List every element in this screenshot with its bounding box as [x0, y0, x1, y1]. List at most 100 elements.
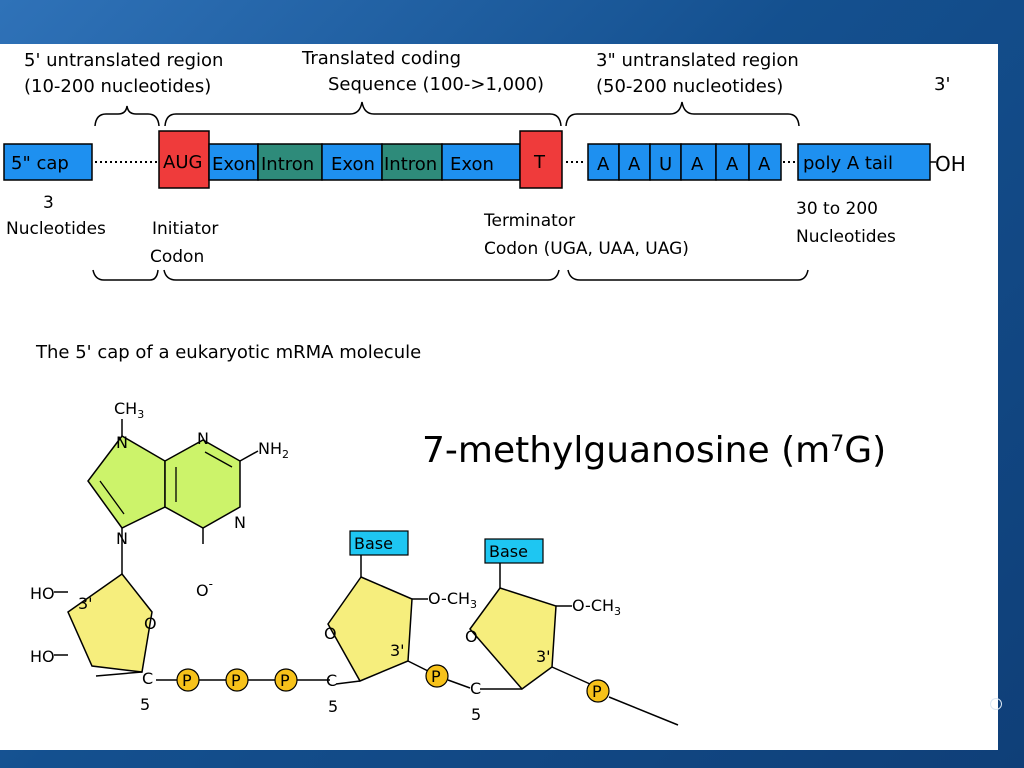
a-base-label-2: A: [628, 154, 641, 175]
a-base-box-1: [587, 143, 620, 181]
guanine-imidazole-ring: [87, 435, 166, 529]
phosphate-4-label: P: [431, 667, 441, 686]
segment-label-2: Intron: [261, 154, 314, 175]
guanine-inner-bond-3: [204, 451, 233, 468]
ribose-2-o: O: [324, 624, 337, 643]
c5-label-1: C: [142, 669, 153, 688]
phosphate-1: [176, 668, 200, 692]
n3-label: N: [234, 513, 246, 532]
phosphate-5-label: P: [592, 682, 602, 701]
ribose-3: [469, 587, 557, 691]
a-base-label-4: A: [691, 154, 704, 175]
ribose-3-3prime: 3': [536, 647, 551, 666]
three-utr-brace: [565, 101, 800, 127]
a-base-box-4: [680, 143, 717, 181]
lower-cap-brace: [92, 269, 159, 281]
a-base-box-5: [715, 143, 750, 181]
a-base-box-6: [748, 143, 782, 181]
ribose-1-3prime: 3': [78, 594, 93, 613]
five-label-2: 5: [328, 697, 338, 716]
terminator-label: Terminator: [483, 211, 575, 231]
guanine-pyrimidine-ring: [164, 439, 241, 529]
cap-structure-subtitle: The 5' cap of a eukaryotic mRMA molecule: [36, 342, 422, 363]
amine-bond: [239, 450, 259, 462]
chain-continuation: [608, 696, 679, 726]
five-utr-brace: [94, 105, 160, 127]
three-utr-label: 3" untranslated region: [596, 50, 799, 71]
five-utr-range: (10-200 nucleotides): [24, 76, 211, 97]
n7-label: N: [116, 433, 128, 452]
ribose-2: [327, 576, 413, 682]
lower-three-utr-brace: [567, 269, 809, 281]
cds-label: Translated coding: [301, 48, 461, 69]
five-label-3: 5: [471, 705, 481, 724]
phosphate-4: [425, 664, 449, 688]
cds-range: Sequence (100->1,000): [328, 74, 544, 95]
five-cap-label: 5" cap: [11, 153, 69, 174]
cds-brace: [164, 101, 562, 127]
phosphate-2: [225, 668, 249, 692]
ribose-1: [67, 572, 153, 673]
exon-1-box: [208, 143, 259, 181]
c5-label-2: C: [326, 671, 337, 690]
initiator-codon-label: Codon: [150, 247, 204, 267]
p-c5-bond: [447, 679, 471, 689]
ho-label-1: HO: [30, 584, 55, 603]
ribose-2-c5-bond: [335, 680, 361, 685]
ribose-3-o: O: [465, 627, 478, 646]
terminator-codon-label: Codon (UGA, UAA, UAG): [484, 239, 689, 259]
poly-a-tail-label: poly A tail: [803, 153, 893, 174]
base-tag-2-label: Base: [489, 542, 528, 561]
a-base-label-1: A: [597, 154, 610, 175]
cap-note-unit: Nucleotides: [6, 219, 106, 239]
tail-note-count: 30 to 200: [796, 199, 878, 219]
stop-codon-label: T: [533, 152, 546, 173]
n9-label: N: [116, 529, 128, 548]
n1-label: N: [197, 429, 209, 448]
segment-label-1: Exon: [212, 154, 256, 175]
phosphate-3-label: P: [280, 671, 290, 690]
slide-canvas: 5' untranslated region (10-200 nucleotid…: [0, 44, 998, 750]
segment-label-3: Exon: [331, 154, 375, 175]
nh2-label: NH2: [258, 439, 289, 461]
ribose-3-p-bond: [551, 666, 591, 685]
base-tag-1-label: Base: [354, 534, 393, 553]
c5-bond-1: [95, 671, 143, 677]
phosphate-1-label: P: [182, 671, 192, 690]
tail-note-unit: Nucleotides: [796, 227, 896, 247]
slide-corner-mark: [990, 698, 1002, 710]
ho-label-2: HO: [30, 647, 55, 666]
phosphate-3: [274, 668, 298, 692]
five-utr-label: 5' untranslated region: [24, 50, 223, 71]
phosphate-5: [586, 679, 610, 703]
m7g-title: 7-methylguanosine (m7G): [422, 430, 887, 471]
ribose-2-3prime: 3': [390, 641, 405, 660]
cap-note-count: 3: [43, 193, 54, 213]
a-base-label-6: A: [758, 154, 771, 175]
a-base-box-3: [649, 143, 682, 181]
o-minus-label: O-: [196, 577, 213, 600]
base-tag-1: [349, 530, 409, 556]
lower-cds-brace: [163, 269, 560, 281]
five-label-1: 5: [140, 695, 150, 714]
mrna-diagram: 5' untranslated region (10-200 nucleotid…: [3, 48, 966, 726]
a-base-label-3: U: [659, 154, 672, 175]
guanine-inner-bond-1: [99, 480, 125, 515]
a-base-label-5: A: [726, 154, 739, 175]
poly-a-tail-box: [797, 143, 931, 181]
och3-label-1: O-CH3: [428, 589, 477, 611]
start-codon-label: AUG: [163, 152, 202, 173]
oh-label: OH: [935, 152, 966, 176]
segment-label-4: Intron: [384, 154, 437, 175]
three-prime-end-label: 3': [934, 74, 950, 95]
three-utr-range: (50-200 nucleotides): [596, 76, 783, 97]
ribose-1-o: O: [144, 614, 157, 633]
ch3-label: CH3: [114, 399, 144, 421]
phosphate-2-label: P: [231, 671, 241, 690]
ribose-2-p-bond: [407, 660, 431, 673]
base-tag-2: [484, 538, 544, 564]
segment-label-5: Exon: [450, 154, 494, 175]
a-base-box-2: [618, 143, 651, 181]
stop-codon-box: [519, 130, 563, 189]
initiator-label: Initiator: [152, 219, 218, 239]
